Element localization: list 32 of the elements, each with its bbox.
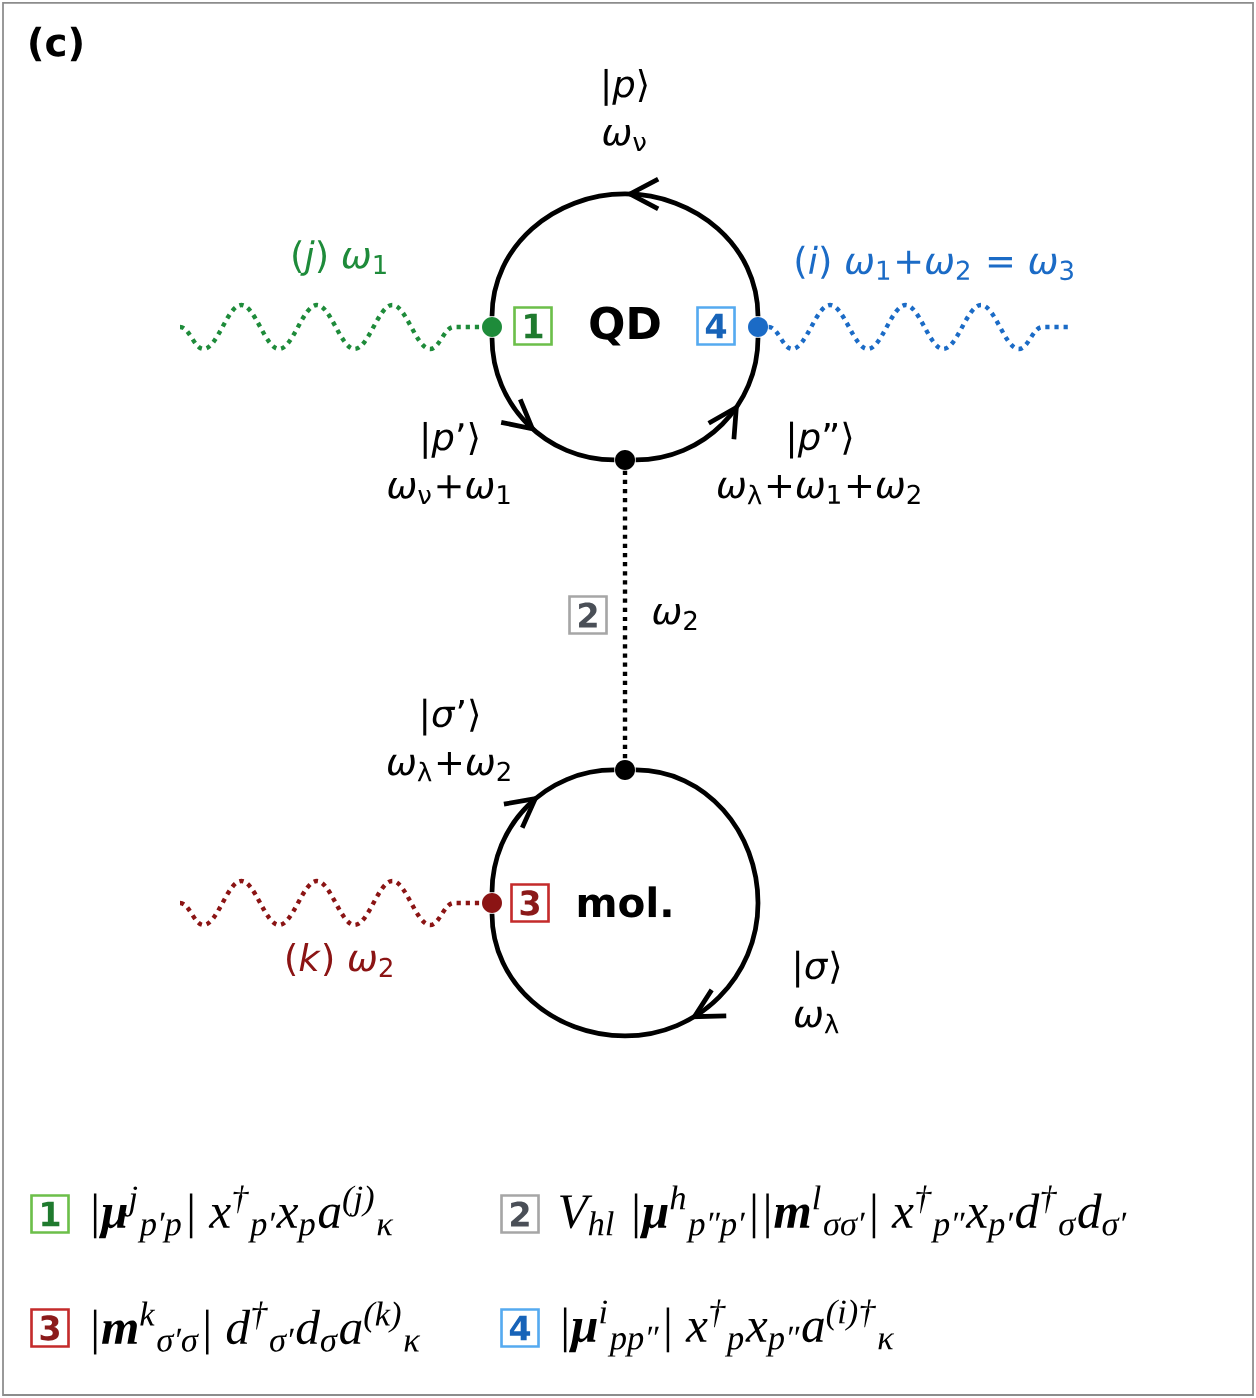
wavy-line [179, 878, 482, 928]
number-box: 4 [500, 1308, 540, 1348]
edge-label: |p⟩ ω$_{ν}$ [603, 68, 647, 152]
edge-label: (i) ω$_{1}$+ω$_{2}$ = ω$_{3}$ [796, 245, 1073, 281]
loop-label: mol. [578, 886, 671, 918]
number-box: 3 [510, 883, 550, 923]
edge-label: |p”⟩ ω$_{λ}$+ω$_{1}$+ω$_{2}$ [718, 421, 920, 505]
loop-label: QD [590, 306, 660, 346]
number-box: 1 [513, 306, 553, 346]
edge-label: |p’⟩ ω$_{ν}$+ω$_{1}$ [388, 421, 510, 505]
number-box: 3 [30, 1308, 70, 1348]
number-box: 2 [500, 1194, 540, 1234]
wavy-line [179, 302, 482, 352]
edge-label: (j) ω$_{1}$ [293, 240, 386, 276]
vertex-dot [482, 317, 502, 337]
dotted-line [622, 470, 628, 760]
edge-label: |σ⟩ ω$_{λ}$ [795, 950, 840, 1034]
formula: |μ$^{j}$$_{p′p}$| x$^{†}$$_{p′}$x$_{p}$a$^{(j)}$κ [93, 1185, 394, 1243]
vertex-dot [482, 893, 502, 913]
edge-label: ω$_{2}$ [653, 603, 697, 631]
panel-label: (c) [30, 26, 82, 62]
edge-label: (k) ω$_{2}$ [287, 943, 392, 977]
number-box: 1 [30, 1194, 70, 1234]
number-box: 2 [568, 595, 608, 635]
vertex-dot [615, 760, 635, 780]
formula: |m$^{k}$$_{σ′σ}$| d$^{†}$$_{σ′}$d$_{σ}$a$^{(k)}$κ [93, 1301, 421, 1355]
vertex-dot [748, 317, 768, 337]
edge-label: |σ’⟩ ω$_{λ}$+ω$_{2}$ [388, 698, 510, 782]
number-box: 4 [696, 306, 736, 346]
formula: V$_{hl}$ |μ$^{h}$$_{p″p′}$||m$^{l}$$_{σσ′}$| x$^{†}$$_{p″}$x$_{p′}$d$^{†}$$_{σ}$d$_{σ′}$ [560, 1185, 1127, 1243]
vertex-dot [615, 450, 635, 470]
formula: |μ$^{i}$$_{pp″}$| x$^{†}$$_{p}$x$_{p″}$a$^{(i)†}$κ [563, 1299, 895, 1357]
